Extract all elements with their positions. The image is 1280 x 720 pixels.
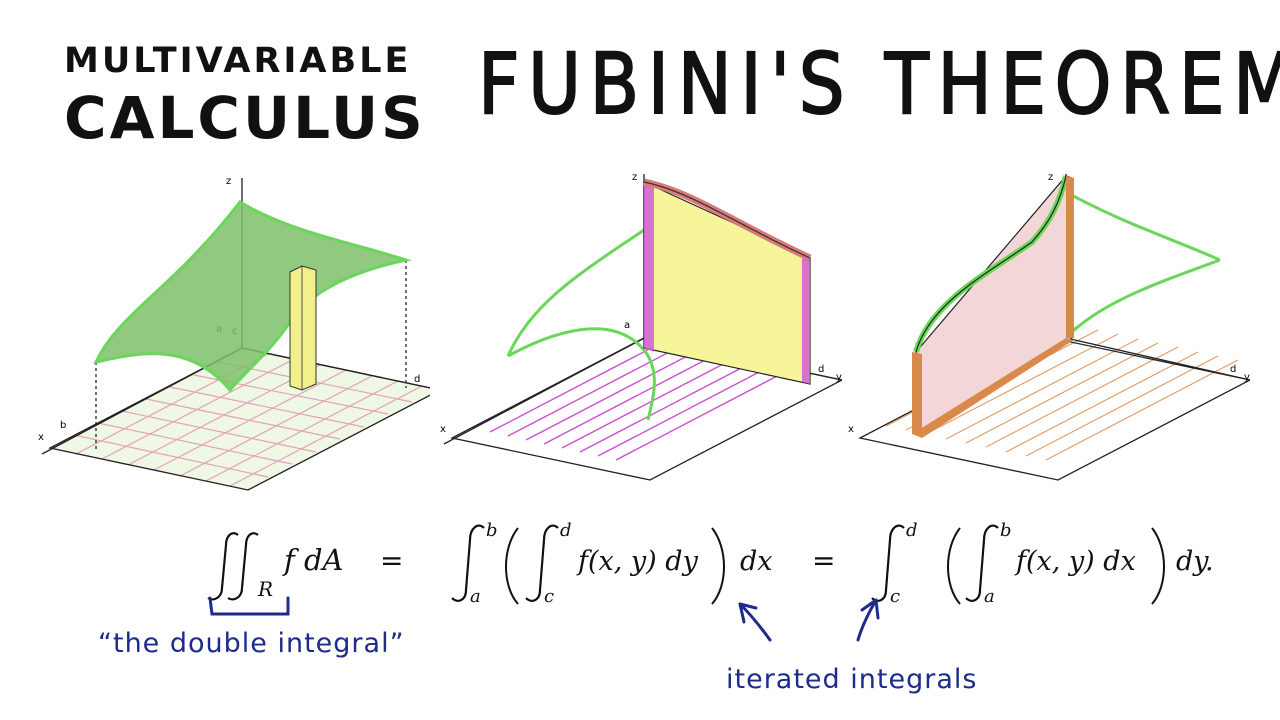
lhs-body: f dA xyxy=(282,543,343,577)
axis-label-x: x xyxy=(38,432,44,443)
axis-label-x: x xyxy=(440,424,446,435)
prism xyxy=(289,265,317,391)
surface-outline xyxy=(506,228,803,421)
slice xyxy=(912,175,1074,438)
mid-close-paren xyxy=(711,527,725,605)
axis-label-d: d xyxy=(414,374,420,385)
arrow-to-right-icon xyxy=(856,598,880,642)
double-integral-bracket xyxy=(208,596,290,616)
right-inner-lower: a xyxy=(984,586,995,607)
course-line-2: CALCULUS xyxy=(64,84,426,152)
page-title: FUBINI'S THEOREM xyxy=(477,35,1280,133)
diagram-iterated-dy-first: z y x a c d xyxy=(440,172,842,481)
axis-label-d: d xyxy=(818,364,824,375)
right-outer-lower: c xyxy=(890,586,900,607)
mid-open-paren xyxy=(505,527,519,605)
mid-body: f(x, y) dy xyxy=(576,546,699,577)
axis-label-b: b xyxy=(60,420,66,431)
right-open-paren xyxy=(947,527,961,605)
right-inner-upper: b xyxy=(1000,520,1012,541)
axis-label-d: d xyxy=(1230,364,1236,375)
mid-outer-lower: a xyxy=(470,586,481,607)
right-outer-diff: dy. xyxy=(1176,546,1214,577)
equals-2: = xyxy=(812,544,835,577)
diagram-double-integral: z y x a c b d xyxy=(38,176,430,491)
mid-inner-lower: c xyxy=(544,586,554,607)
lhs-region: R xyxy=(257,577,273,601)
arrow-to-mid-icon xyxy=(738,602,772,642)
axis-label-z: z xyxy=(632,172,637,183)
equals-1: = xyxy=(380,544,403,577)
axis-label-a: a xyxy=(624,320,630,331)
right-inner-integral-sign xyxy=(965,524,999,602)
axis-label-x: x xyxy=(848,424,854,435)
surface xyxy=(93,200,412,393)
annotation-iterated-integrals: iterated integrals xyxy=(726,664,978,695)
course-label: MULTIVARIABLE CALCULUS xyxy=(64,41,426,152)
axis-label-y: y xyxy=(1244,372,1250,383)
diagram-iterated-dx-first: z y x a d xyxy=(848,172,1250,481)
right-close-paren xyxy=(1151,527,1165,605)
floor-grid xyxy=(48,347,430,491)
lhs-integral-sign-2 xyxy=(227,532,259,601)
axis-label-z: z xyxy=(1048,172,1053,183)
floor-grid xyxy=(858,325,1250,481)
annotation-double-integral: “the double integral” xyxy=(98,628,405,659)
right-outer-upper: d xyxy=(906,520,918,541)
mid-inner-upper: d xyxy=(560,520,572,541)
slice xyxy=(643,178,812,385)
lhs-integral-sign-1 xyxy=(207,532,239,601)
course-line-1: MULTIVARIABLE xyxy=(64,41,412,81)
axis-label-z: z xyxy=(226,176,231,187)
mid-outer-diff: dx xyxy=(740,546,773,577)
right-outer-integral-sign xyxy=(871,524,905,602)
mid-outer-integral-sign xyxy=(451,524,485,602)
right-body: f(x, y) dx xyxy=(1014,546,1136,577)
mid-outer-upper: b xyxy=(486,520,498,541)
mid-inner-integral-sign xyxy=(525,524,559,602)
axis-label-y: y xyxy=(836,372,842,383)
